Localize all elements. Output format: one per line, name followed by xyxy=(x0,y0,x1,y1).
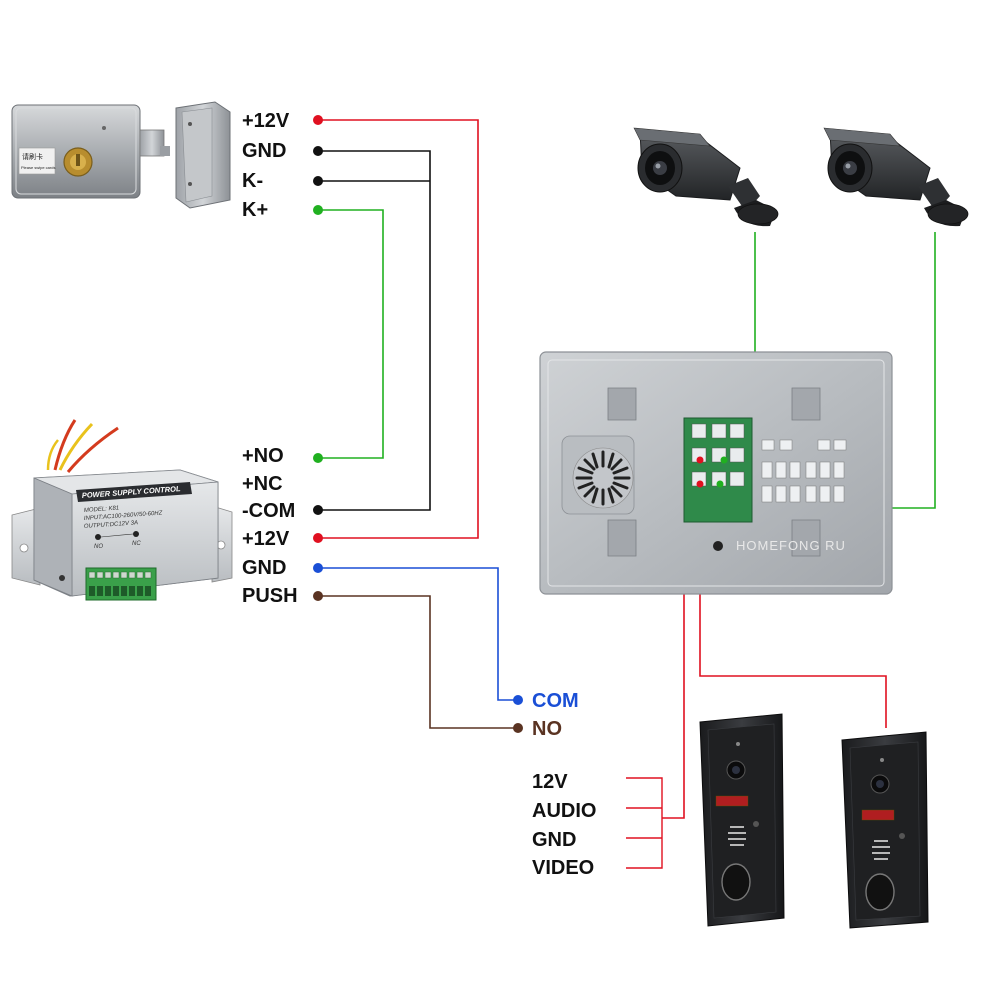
monitor-screw-hole xyxy=(713,541,723,551)
lock-sticker xyxy=(18,147,56,175)
psu-terminal-label-0: +NO xyxy=(242,445,284,467)
psu-terminal-label-4: GND xyxy=(242,557,286,579)
electric-lock: 请刷卡 Please swipe cards xyxy=(11,101,231,209)
wires xyxy=(318,119,936,869)
doorbell-1 xyxy=(699,713,785,927)
doorbell-2 xyxy=(841,731,929,929)
psu-output: OUTPUT:DC12V 3A xyxy=(84,520,139,530)
lock-terminal-label-0: +12V xyxy=(242,110,290,132)
terminal-dot xyxy=(313,591,323,601)
camera-1 xyxy=(633,127,779,227)
doorbell-call-button[interactable] xyxy=(721,863,751,901)
camera-2 xyxy=(823,127,969,227)
port-dot xyxy=(696,456,704,464)
psu-title-band xyxy=(76,482,192,502)
exit-button-terminals: COM NO xyxy=(513,690,579,740)
power-supply: POWER SUPPLY CONTROL MODEL: K81 INPUT:AC… xyxy=(11,419,233,601)
terminal-dot xyxy=(313,533,323,543)
monitor-brand: HOMEFONG RU xyxy=(736,538,846,553)
wire-doorbell-bracket xyxy=(626,777,663,869)
lock-sticker-text: 请刷卡 xyxy=(22,152,43,161)
doorbell-call-button[interactable] xyxy=(865,873,895,911)
wire-lock-kplus xyxy=(318,209,384,459)
wire-lock-12v xyxy=(318,119,479,539)
terminal-dot xyxy=(313,205,323,215)
doorbell-ir-led xyxy=(861,809,895,821)
doorbell-ir-led xyxy=(715,795,749,807)
psu-input: INPUT:AC100-260V/50-60HZ xyxy=(84,511,163,522)
psu-terminal-label-5: PUSH xyxy=(242,585,298,607)
terminal-dot xyxy=(513,723,523,733)
terminal-dot xyxy=(313,505,323,515)
psu-nc-label: NC xyxy=(132,541,141,547)
speaker-grille-icon xyxy=(572,447,634,509)
port-dot xyxy=(716,480,724,488)
terminal-dot xyxy=(513,695,523,705)
wire-psu-gnd xyxy=(318,567,518,701)
lock-terminal-label-1: GND xyxy=(242,140,286,162)
terminal-dot xyxy=(313,176,323,186)
wire-lock-gnd xyxy=(318,150,431,511)
lock-terminal-label-2: K- xyxy=(242,170,263,192)
doorbell-terminals: 12V AUDIO GND VIDEO xyxy=(532,771,596,879)
psu-no-label: NO xyxy=(94,544,103,550)
wire-psu-push xyxy=(318,595,518,729)
psu-nc-led xyxy=(133,531,139,537)
doorbell-terminal-label-2: GND xyxy=(532,829,576,851)
doorbell-terminal-label-0: 12V xyxy=(532,771,568,793)
psu-terminal-label-2: -COM xyxy=(242,500,295,522)
psu-terminal-label-3: +12V xyxy=(242,528,290,550)
lock-terminal-label-3: K+ xyxy=(242,199,268,221)
lock-terminals: +12V GND K- K+ xyxy=(242,110,323,221)
terminal-dot xyxy=(313,453,323,463)
port-dot xyxy=(696,480,704,488)
doorbell-terminal-label-1: AUDIO xyxy=(532,800,596,822)
psu-terminal-label-1: +NC xyxy=(242,473,283,495)
port-dot xyxy=(720,456,728,464)
terminal-dot xyxy=(313,146,323,156)
doorbell-terminal-label-3: VIDEO xyxy=(532,857,594,879)
exit-no-label: NO xyxy=(532,718,562,740)
doorbell-speaker-icon xyxy=(872,840,890,860)
lock-sticker-subtext: Please swipe cards xyxy=(21,165,55,170)
terminal-dot xyxy=(313,563,323,573)
doorbell-speaker-icon xyxy=(728,826,746,846)
psu-terminals: +NO +NC -COM +12V GND PUSH xyxy=(242,445,323,607)
psu-model: MODEL: K81 xyxy=(84,506,120,514)
monitor-back: HOMEFONG RU xyxy=(539,351,893,595)
terminal-dot xyxy=(313,115,323,125)
psu-no-led xyxy=(95,534,101,540)
exit-com-label: COM xyxy=(532,690,579,712)
